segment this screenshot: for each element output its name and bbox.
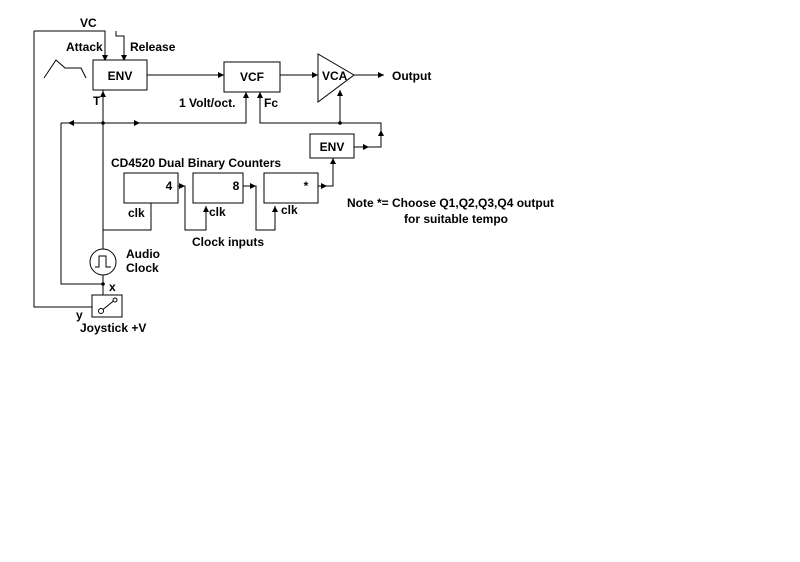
- vca-label: VCA: [322, 69, 348, 83]
- vc-label: VC: [80, 16, 97, 30]
- arrow-output: [378, 72, 384, 78]
- arrow-clk3: [272, 206, 278, 212]
- arrow-fc: [257, 92, 263, 98]
- arrow-vc-env: [102, 55, 108, 61]
- joystick-y-wire: [33, 31, 92, 308]
- clock-label: Clock: [126, 261, 159, 275]
- joystick-label: Joystick +V: [80, 321, 146, 335]
- counter-2-output: 8: [233, 179, 240, 193]
- square-wave-icon: [95, 255, 111, 268]
- env-block: ENV: [92, 59, 148, 91]
- counter-3-output: *: [304, 179, 309, 193]
- clk1-label: clk: [128, 206, 145, 220]
- audio-label: Audio: [126, 247, 160, 261]
- counter-3: *: [263, 172, 319, 204]
- joystick-x-label: x: [109, 280, 116, 294]
- audio-clock: [89, 248, 117, 276]
- output-label: Output: [392, 69, 431, 83]
- left-feedback-wire: [60, 123, 103, 285]
- counter-1: 4: [123, 172, 179, 204]
- note-line-1: Note *= Choose Q1,Q2,Q3,Q4 output: [347, 196, 554, 210]
- junction-dot: [338, 121, 342, 125]
- arrow-volt-oct: [243, 92, 249, 98]
- joystick-y-label: y: [76, 308, 83, 322]
- env-label: ENV: [108, 69, 133, 83]
- arrow-env2-loop: [378, 130, 384, 136]
- clk2-label: clk: [209, 205, 226, 219]
- volt-oct-label: 1 Volt/oct.: [179, 96, 235, 110]
- env2-to-fc-wire: [259, 92, 382, 148]
- vca-block: VCA: [317, 53, 355, 103]
- vcf-block: VCF: [223, 61, 281, 93]
- arrow-left-bus: [68, 120, 74, 126]
- vcf-label: VCF: [240, 70, 264, 84]
- envelope-shape-icon: [43, 59, 87, 79]
- attack-label: Attack: [66, 40, 103, 54]
- counter-1-output: 4: [166, 179, 173, 193]
- arrow-counter3-out: [321, 183, 327, 189]
- arrow-env2-out: [363, 144, 369, 150]
- vc-bus-wire: [34, 30, 106, 60]
- arrow-vcf-vca: [312, 72, 318, 78]
- arrow-trigger: [100, 91, 106, 97]
- vca-triangle: [317, 53, 355, 103]
- note-line-2: for suitable tempo: [404, 212, 508, 226]
- fc-label: Fc: [264, 96, 278, 110]
- counter-2: 8: [192, 172, 244, 204]
- counter3-to-env2-wire: [318, 158, 334, 187]
- arrow-env2-trigger: [330, 158, 336, 164]
- arrow-counter1-out: [179, 183, 185, 189]
- arrow-clk2: [203, 206, 209, 212]
- clk3-label: clk: [281, 203, 298, 217]
- release-wire: [115, 31, 125, 60]
- audio-clock-circle: [89, 248, 117, 276]
- env2-block: ENV: [309, 133, 355, 159]
- trigger-label: T: [93, 94, 101, 108]
- joystick: [91, 294, 123, 318]
- junction-dots: [101, 121, 342, 286]
- joystick-icon: [98, 297, 118, 314]
- clock-inputs-label: Clock inputs: [192, 235, 264, 249]
- arrow-counter2-out: [250, 183, 256, 189]
- env2-label: ENV: [320, 140, 345, 154]
- counters-title: CD4520 Dual Binary Counters: [111, 156, 281, 170]
- env2-box: [309, 133, 355, 159]
- release-label: Release: [130, 40, 176, 54]
- env-box: [92, 59, 148, 91]
- arrow-env-vcf: [218, 72, 224, 78]
- counter-1-box: [123, 172, 179, 204]
- counter-3-box: [263, 172, 319, 204]
- arrow-vca-control: [337, 90, 343, 96]
- clock-to-clk1-wire: [103, 196, 152, 231]
- volt-oct-wire: [61, 92, 247, 124]
- arrow-mid-bus: [134, 120, 140, 126]
- arrow-release-env: [121, 55, 127, 61]
- junction-dot: [101, 282, 105, 286]
- junction-dot: [101, 121, 105, 125]
- vcf-box: [223, 61, 281, 93]
- counter-2-box: [192, 172, 244, 204]
